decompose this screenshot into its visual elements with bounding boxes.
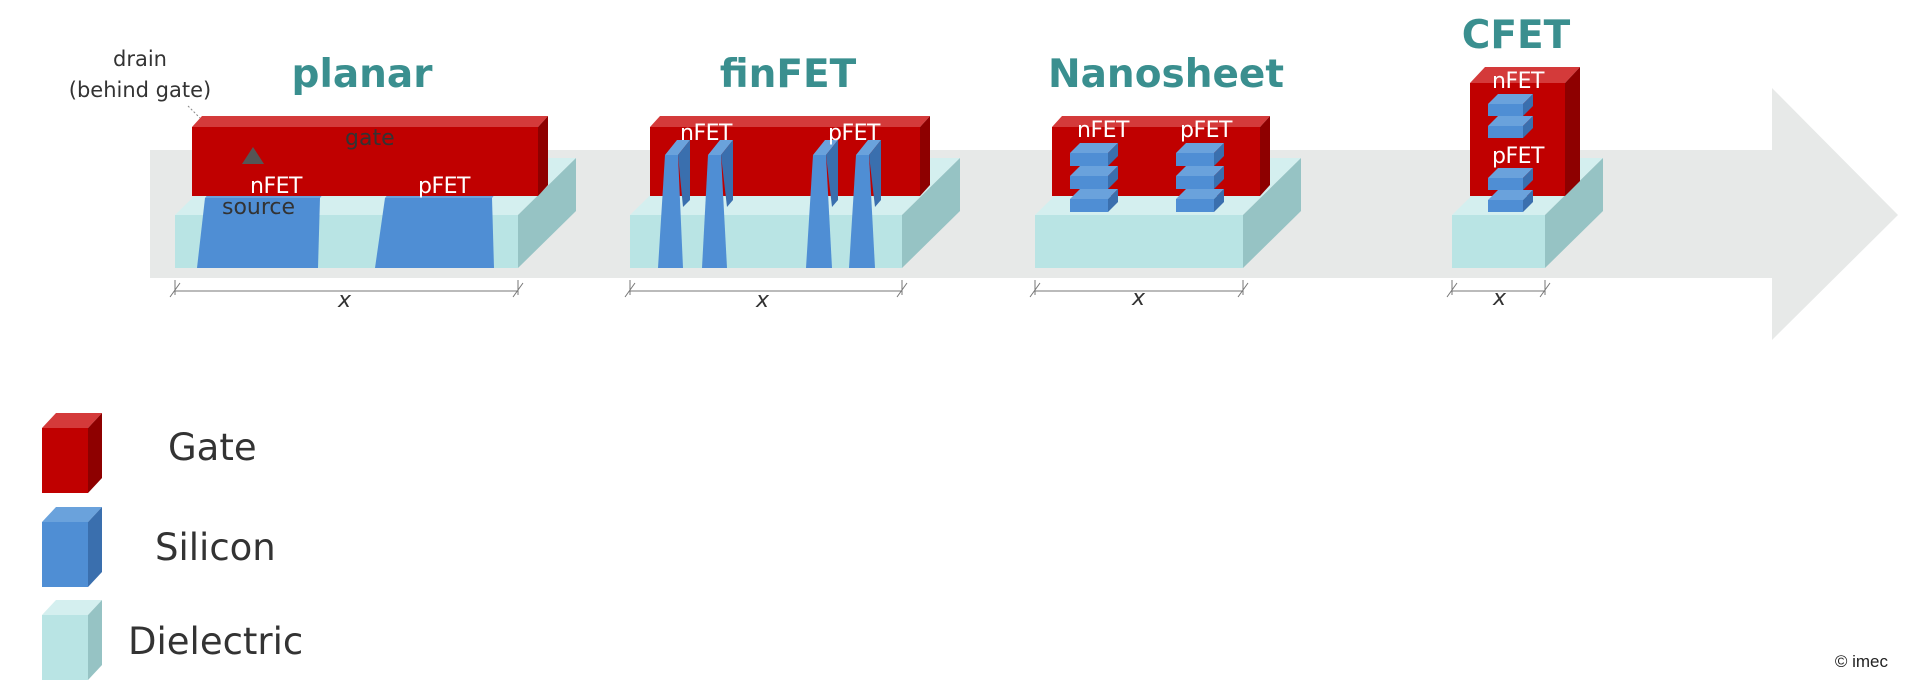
nanosheet <box>1488 168 1533 190</box>
nanosheet <box>1070 143 1118 166</box>
nanosheet-gate-side <box>1260 116 1270 196</box>
finfet-dimension-line <box>624 280 908 298</box>
finfet-fin <box>702 140 733 268</box>
cfet-gate-top <box>1470 67 1580 83</box>
planar-device: gate nFET pFET source x <box>169 105 576 313</box>
finfet-nfet-label: nFET <box>680 121 733 146</box>
planar-pfet-label: pFET <box>418 174 471 199</box>
nanosheet-stack-p <box>1176 143 1224 212</box>
nanosheet-dielectric-front <box>1035 215 1243 268</box>
nanosheet <box>1070 166 1118 189</box>
planar-silicon-p <box>375 198 494 268</box>
legend: Gate Silicon Dielectric <box>42 413 303 680</box>
title-nanosheet: Nanosheet <box>1048 52 1284 97</box>
cfet-device: nFET pFET x <box>1446 67 1603 311</box>
nanosheet <box>1070 189 1118 212</box>
nanosheet <box>1176 189 1224 212</box>
finfet-dielectric-side <box>902 158 960 268</box>
cfet-dielectric-front <box>1452 215 1545 268</box>
drain-annotation-line1: drain <box>113 47 167 71</box>
planar-silicon-n <box>197 198 320 268</box>
nanosheet <box>1176 143 1224 166</box>
cfet-nfet-label: nFET <box>1492 69 1545 94</box>
cfet-gate-side <box>1565 67 1580 196</box>
nanosheet <box>1488 190 1533 212</box>
drain-annotation-line2: (behind gate) <box>69 78 211 102</box>
finfet-x-label: x <box>755 288 770 313</box>
finfet-pfet-label: pFET <box>828 121 881 146</box>
cfet-stack-p <box>1488 168 1533 212</box>
nanosheet <box>1176 166 1224 189</box>
legend-item-silicon: Silicon <box>42 507 276 587</box>
nanosheet-nfet-label: nFET <box>1077 118 1130 143</box>
finfet-fin <box>658 140 690 268</box>
finfet-fin <box>806 140 838 268</box>
nanosheet-gate-top <box>1052 116 1270 127</box>
nanosheet-stack-n <box>1070 143 1118 212</box>
silicon-swatch-icon <box>42 507 102 587</box>
finfet-fin <box>849 140 881 268</box>
planar-x-label: x <box>337 288 352 313</box>
cfet-pfet-label: pFET <box>1492 144 1545 169</box>
nanosheet-x-label: x <box>1131 286 1146 311</box>
title-cfet: CFET <box>1462 13 1571 58</box>
progression-arrow <box>150 88 1898 340</box>
cfet-dielectric-side <box>1545 158 1603 268</box>
cfet-x-label: x <box>1492 286 1507 311</box>
drain-leader-line <box>187 105 201 119</box>
planar-gate-annotation: gate <box>345 126 395 151</box>
legend-label-dielectric: Dielectric <box>128 620 303 663</box>
planar-nfet-label: nFET <box>250 174 303 199</box>
legend-label-gate: Gate <box>168 426 257 469</box>
finfet-gate-top <box>650 116 930 127</box>
nanosheet <box>1488 94 1533 116</box>
source-annotation: source <box>222 195 295 220</box>
gate-swatch-icon <box>42 413 102 493</box>
nanosheet-device: nFET pFET x <box>1029 116 1301 311</box>
legend-item-dielectric: Dielectric <box>42 600 303 680</box>
finfet-gate-side <box>920 116 930 196</box>
drain-marker-triangle <box>242 147 264 164</box>
legend-item-gate: Gate <box>42 413 257 493</box>
nanosheet <box>1488 116 1533 138</box>
nanosheet-dimension-line <box>1029 280 1249 298</box>
cfet-stack-n <box>1488 94 1533 138</box>
finfet-device: nFET pFET x <box>624 116 960 313</box>
legend-label-silicon: Silicon <box>155 526 276 569</box>
title-planar: planar <box>292 52 434 97</box>
dielectric-swatch-icon <box>42 600 102 680</box>
nanosheet-dielectric-side <box>1243 158 1301 268</box>
planar-gate-top <box>192 116 548 127</box>
copyright-notice: © imec <box>1835 652 1889 671</box>
planar-dimension-line <box>169 280 524 298</box>
planar-gate-side <box>538 116 548 196</box>
nanosheet-pfet-label: pFET <box>1180 118 1233 143</box>
title-finfet: finFET <box>720 52 857 97</box>
cfet-dimension-line <box>1446 280 1551 298</box>
planar-dielectric-side <box>518 158 576 268</box>
